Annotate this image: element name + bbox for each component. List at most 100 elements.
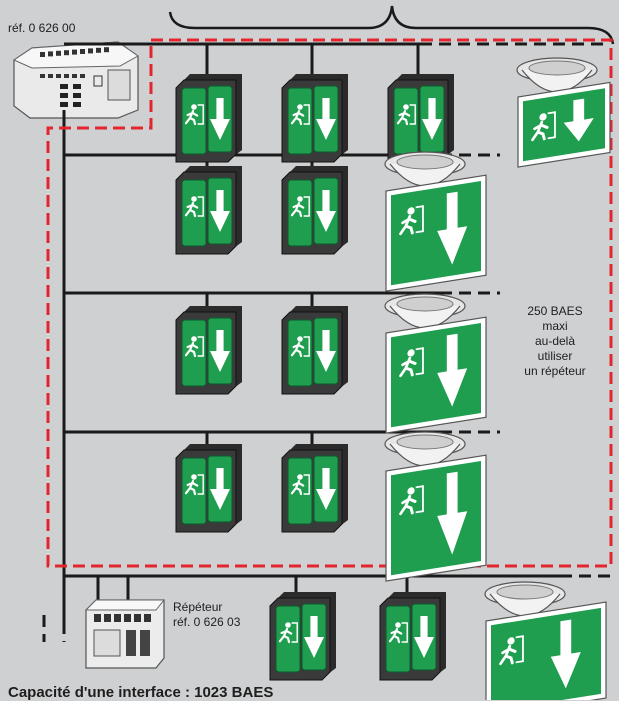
down-arrow bbox=[437, 471, 468, 555]
down-arrow bbox=[304, 616, 324, 658]
interface-terminal bbox=[64, 50, 69, 56]
interface-terminal bbox=[80, 49, 85, 54]
note-line: utiliser bbox=[537, 349, 573, 363]
interface-port bbox=[60, 84, 68, 89]
runner-body bbox=[290, 109, 305, 126]
capacity-note: 250 BAES maxi au-delà utiliser un répéte… bbox=[500, 304, 610, 379]
interface-terminal bbox=[88, 48, 93, 54]
runner-door bbox=[291, 622, 298, 643]
down-arrow bbox=[414, 616, 434, 658]
interface-led bbox=[56, 74, 61, 78]
down-arrow bbox=[316, 468, 336, 510]
interface-terminal bbox=[40, 52, 45, 57]
ceiling-inner bbox=[528, 60, 586, 76]
runner-head bbox=[297, 336, 303, 342]
ceiling-inner bbox=[396, 434, 454, 450]
ceiling-inner bbox=[496, 584, 554, 600]
runner-door bbox=[409, 104, 416, 125]
interface-terminal bbox=[56, 50, 61, 56]
hanging-sign-face bbox=[491, 607, 601, 700]
repeater-terminal bbox=[124, 614, 131, 622]
runner-head bbox=[407, 207, 415, 215]
interface-terminal bbox=[48, 51, 53, 57]
down-arrow bbox=[210, 468, 230, 510]
baes-wall-unit bbox=[281, 166, 348, 255]
baes-wall-unit bbox=[175, 444, 242, 533]
interface-switch bbox=[93, 75, 103, 87]
runner-door bbox=[197, 336, 204, 357]
repeater-slot bbox=[126, 630, 136, 656]
down-arrow bbox=[563, 98, 594, 142]
repeater-top-face bbox=[84, 599, 166, 611]
interface-top-face bbox=[12, 41, 139, 69]
runner-door bbox=[197, 474, 204, 495]
runner-head bbox=[297, 474, 303, 480]
runner-body bbox=[278, 627, 293, 644]
down-arrow bbox=[550, 619, 581, 689]
runner-body bbox=[184, 201, 199, 218]
hanging-sign-face bbox=[391, 323, 481, 428]
runner-head bbox=[395, 622, 401, 628]
down-arrow bbox=[316, 190, 336, 232]
ceiling-inner bbox=[396, 296, 454, 312]
runner-body bbox=[499, 644, 517, 666]
interface-led bbox=[40, 74, 45, 78]
interface-led bbox=[80, 74, 85, 78]
runner-door bbox=[197, 104, 204, 125]
baes-wall-unit bbox=[175, 166, 242, 255]
interface-module bbox=[12, 41, 139, 119]
repeater-terminal bbox=[104, 614, 111, 622]
runner-door bbox=[415, 205, 424, 234]
hanging-sign-face bbox=[391, 181, 481, 286]
note-line: un répéteur bbox=[524, 364, 586, 378]
runner-body bbox=[184, 479, 199, 496]
runner-door bbox=[515, 635, 524, 664]
baes-wall-unit bbox=[269, 592, 336, 681]
repeater-terminal bbox=[94, 614, 101, 622]
interface-port bbox=[73, 84, 81, 89]
ceiling-inner bbox=[396, 154, 454, 170]
interface-port bbox=[60, 102, 68, 107]
interface-port bbox=[73, 102, 81, 107]
interface-led bbox=[64, 74, 69, 78]
runner-head bbox=[191, 196, 197, 202]
down-arrow bbox=[316, 98, 336, 140]
runner-body bbox=[290, 201, 305, 218]
down-arrow bbox=[437, 191, 468, 265]
down-arrow bbox=[210, 98, 230, 140]
down-arrow bbox=[437, 333, 468, 407]
runner-body bbox=[290, 479, 305, 496]
interface-terminal bbox=[96, 47, 101, 53]
grouping-brace bbox=[168, 5, 615, 45]
repeater-terminal bbox=[114, 614, 121, 622]
baes-wall-unit bbox=[281, 306, 348, 395]
down-arrow bbox=[316, 330, 336, 372]
baes-wall-unit bbox=[379, 592, 446, 681]
runner-body bbox=[396, 109, 411, 126]
baes-ceiling-unit bbox=[516, 57, 611, 168]
baes-wall-unit bbox=[175, 306, 242, 395]
interface-led bbox=[72, 74, 77, 78]
runner-head bbox=[297, 104, 303, 110]
runner-body bbox=[531, 120, 549, 142]
hanging-sign-face bbox=[391, 461, 481, 576]
hanging-sign-symbols bbox=[399, 471, 468, 555]
baes-wall-unit bbox=[387, 74, 454, 163]
baes-wall-unit bbox=[175, 74, 242, 163]
down-arrow bbox=[422, 98, 442, 140]
baes-ceiling-unit bbox=[384, 151, 487, 292]
runner-head bbox=[297, 196, 303, 202]
repeater-cover bbox=[93, 629, 121, 657]
hanging-sign-symbols bbox=[399, 191, 468, 265]
runner-body bbox=[399, 214, 417, 236]
baes-ceiling-unit bbox=[484, 581, 607, 700]
note-line: maxi bbox=[542, 319, 568, 333]
repeater-name-label: Répéteur bbox=[173, 600, 223, 614]
runner-head bbox=[191, 474, 197, 480]
hanging-sign-face bbox=[523, 88, 605, 162]
interface-port bbox=[73, 93, 81, 98]
runner-door bbox=[415, 485, 424, 514]
runner-body bbox=[388, 627, 403, 644]
